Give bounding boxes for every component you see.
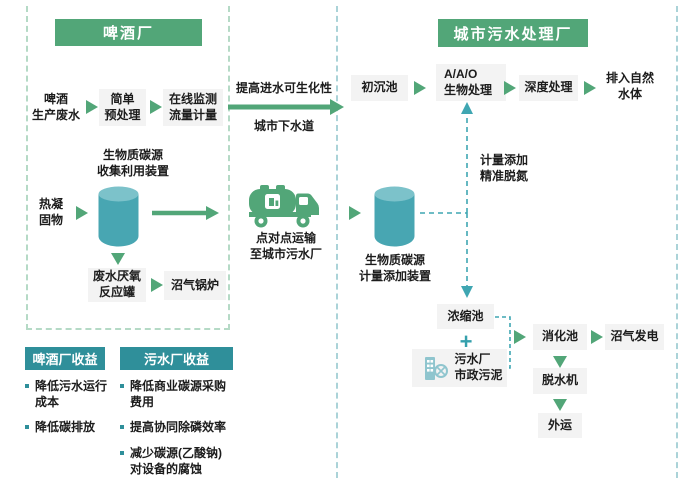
flow-arrow-icon — [151, 278, 163, 292]
bullet-icon — [25, 384, 29, 388]
doser-label: 生物质碳源计量添加装置 — [358, 253, 431, 283]
tanker-truck-icon — [246, 181, 322, 231]
digester-box: 消化池 — [533, 324, 587, 350]
biogas-boiler-box: 沼气锅炉 — [164, 271, 226, 300]
flow-arrow-icon — [414, 81, 426, 95]
bullet-icon — [25, 425, 29, 430]
flow-arrow-icon — [150, 100, 162, 114]
flow-arrow-icon — [76, 206, 88, 220]
monitoring-box: 在线监测流量计量 — [163, 89, 223, 126]
plant-benefits-title: 污水厂收益 — [120, 347, 233, 370]
benefit-item: 降低碳排放 — [25, 419, 120, 435]
municipal-sludge-box: 污水厂市政污泥 — [412, 349, 507, 387]
primary-sedimentation-box: 初沉池 — [351, 75, 408, 101]
transport-label: 点对点运输至城市污水厂 — [249, 231, 322, 261]
plant-zone-left-border — [336, 6, 338, 478]
cylinder-tank-icon — [96, 184, 141, 249]
flow-arrow-down-icon — [111, 253, 125, 265]
flow-arrow-down-icon — [553, 356, 567, 368]
solids-label: 热凝固物 — [38, 197, 63, 227]
dosing-note-label: 计量添加精准脱氮 — [480, 153, 529, 183]
biogas-power-box: 沼气发电 — [605, 324, 664, 350]
plant-zone-right-border — [676, 6, 678, 478]
plant-title-label: 城市污水处理厂 — [453, 25, 573, 43]
flow-arrow-icon — [514, 330, 526, 344]
advanced-treatment-box: 深度处理 — [519, 75, 578, 101]
treatment-plant-icon — [424, 354, 449, 382]
influent-label: 啤酒生产废水 — [31, 92, 80, 122]
benefit-item: 减少碳源(乙酸钠)对设备的腐蚀 — [120, 445, 238, 477]
improve-biodegradability-label: 提高进水可生化性 — [235, 81, 332, 95]
collector-label: 生物质碳源收集利用装置 — [96, 148, 169, 178]
flow-arrow-icon — [349, 206, 361, 220]
pretreatment-box: 简单预处理 — [99, 89, 146, 126]
dewatering-box: 脱水机 — [533, 368, 587, 394]
plant-title: 城市污水处理厂 — [438, 19, 588, 47]
plus-icon: + — [459, 329, 473, 354]
haul-away-box: 外运 — [538, 413, 582, 438]
plant-benefits-list: 降低商业碳源采购费用 提高协同除磷效率 减少碳源(乙酸钠)对设备的腐蚀 — [120, 378, 238, 477]
brewery-benefits-list: 降低污水运行成本 降低碳排放 — [25, 378, 120, 436]
flow-arrow-icon — [591, 330, 603, 344]
brewery-title: 啤酒厂 — [55, 19, 202, 46]
flow-arrow-icon — [504, 81, 516, 95]
anaerobic-reactor-box: 废水厌氧反应罐 — [88, 268, 146, 302]
flow-arrow-icon — [584, 81, 596, 95]
cylinder-tank-icon — [372, 184, 417, 249]
bullet-icon — [120, 384, 124, 388]
bullet-icon — [120, 425, 124, 430]
flow-arrow-icon — [86, 100, 98, 114]
benefit-item: 降低污水运行成本 — [25, 378, 120, 410]
thickener-box: 浓缩池 — [437, 304, 494, 329]
city-sewer-label: 城市下水道 — [253, 119, 314, 133]
discharge-label: 排入自然水体 — [605, 71, 654, 101]
bullet-icon — [120, 450, 124, 455]
benefit-item: 降低商业碳源采购费用 — [120, 378, 238, 410]
brewery-zone-border — [26, 6, 230, 330]
brewery-title-label: 啤酒厂 — [102, 25, 154, 42]
benefit-item: 提高协同除磷效率 — [120, 419, 238, 435]
flow-arrow-down-icon — [553, 399, 567, 411]
brewery-benefits-title: 啤酒厂收益 — [25, 347, 105, 370]
municipal-sludge-label: 污水厂市政污泥 — [454, 352, 503, 382]
